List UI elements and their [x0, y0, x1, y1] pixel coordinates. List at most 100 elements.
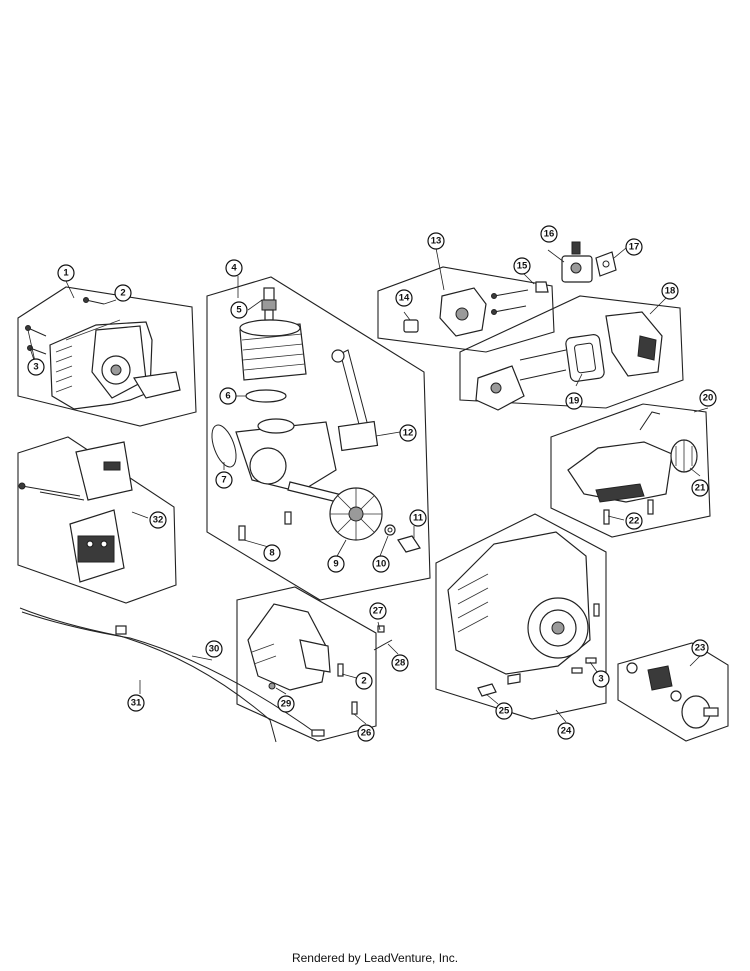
callout-label: 22 [629, 516, 640, 527]
callout-label: 25 [499, 706, 510, 717]
crankcase-cover [247, 603, 331, 691]
muffler-bolts [18, 482, 85, 501]
o-ring [211, 424, 237, 468]
engine-shroud [49, 319, 181, 410]
callout-6: 6 [219, 387, 237, 405]
callout-label: 14 [399, 293, 410, 304]
spark-plug [261, 287, 277, 321]
air-filter-element [565, 334, 605, 382]
callout-label: 11 [413, 513, 424, 524]
callout-label: 10 [376, 559, 387, 570]
callout-19: 19 [565, 392, 583, 410]
callout-label: 16 [544, 229, 555, 240]
callout-label: 1 [63, 268, 69, 279]
callout-2: 2 [114, 284, 132, 302]
callout-label: 31 [131, 698, 142, 709]
callout-label: 29 [281, 699, 292, 710]
callout-label: 28 [395, 658, 406, 669]
callout-label: 27 [373, 606, 384, 617]
pawl-25 [477, 673, 521, 697]
callout-8: 8 [263, 544, 281, 562]
callout-label: 23 [695, 643, 706, 654]
muffler-body [69, 509, 125, 583]
clutch-spacer [626, 662, 638, 674]
filter-screws [519, 349, 567, 381]
panel-recoil-starter [435, 513, 607, 720]
gasket-14 [403, 319, 419, 333]
shaft-pin [397, 535, 421, 553]
callout-7: 7 [215, 471, 233, 489]
clutch-drum [681, 695, 719, 729]
footer-credit: Rendered by LeadVenture, Inc. [291, 951, 459, 965]
callout-label: 5 [236, 305, 242, 316]
carburetor [561, 241, 593, 283]
callout-label: 4 [231, 263, 237, 274]
callout-3-starter: 3 [592, 670, 610, 688]
panel-air-filter [459, 295, 684, 409]
gasket-17 [595, 251, 617, 277]
cylinder [239, 319, 307, 381]
tank-screws [603, 499, 654, 525]
callout-label: 3 [598, 674, 603, 685]
callout-label: 15 [517, 261, 528, 272]
callout-label: 12 [403, 428, 414, 439]
panel-carb-gasket [377, 266, 555, 353]
fuel-tank [567, 411, 673, 503]
callout-4: 4 [225, 259, 243, 277]
callout-22: 22 [625, 512, 643, 530]
carb-adapter [439, 287, 487, 337]
filter-base [475, 365, 525, 411]
callout-label: 26 [361, 728, 372, 739]
cover-screws [268, 625, 393, 715]
panel-engine [206, 276, 431, 601]
callout-30: 30 [205, 640, 223, 658]
callout-31: 31 [127, 694, 145, 712]
callout-29: 29 [277, 695, 295, 713]
fuel-cap [670, 439, 698, 473]
recoil-housing [447, 531, 591, 675]
screw [25, 297, 105, 355]
stop-cable [21, 611, 325, 737]
callout-label: 20 [703, 393, 714, 404]
callout-1: 1 [57, 264, 75, 282]
callout-5: 5 [230, 301, 248, 319]
callout-label: 21 [695, 483, 706, 494]
callout-25: 25 [495, 702, 513, 720]
callout-label: 24 [561, 726, 572, 737]
callout-label: 6 [225, 391, 230, 402]
air-filter-cover [605, 311, 663, 377]
muffler-shield [75, 441, 133, 501]
callout-13: 13 [427, 232, 445, 250]
callout-16: 16 [540, 225, 558, 243]
panel-clutch [617, 642, 729, 742]
callout-32: 32 [149, 511, 167, 529]
throttle-cable [19, 607, 277, 743]
gasket-ring [245, 389, 287, 403]
panel-muffler [17, 436, 177, 604]
panel-fuel-tank [550, 403, 711, 538]
callout-label: 2 [361, 676, 366, 687]
callout-label: 32 [153, 515, 164, 526]
callout-label: 19 [569, 396, 580, 407]
bolts [238, 511, 292, 541]
panel-crankcase-cover [236, 586, 377, 742]
callout-27: 27 [369, 602, 387, 620]
callout-label: 18 [665, 286, 676, 297]
screws-carb [491, 289, 529, 315]
ignition-module [331, 349, 379, 452]
washer [384, 524, 396, 536]
callout-18: 18 [661, 282, 679, 300]
callout-label: 3 [33, 362, 38, 373]
leader-lines [27, 247, 709, 725]
callout-3: 3 [27, 358, 45, 376]
callout-label: 13 [431, 236, 442, 247]
callout-2-cover: 2 [355, 672, 373, 690]
callout-label: 9 [333, 559, 338, 570]
callout-28: 28 [391, 654, 409, 672]
callout-label: 7 [221, 475, 226, 486]
clutch-washer [670, 690, 682, 702]
callout-23: 23 [691, 639, 709, 657]
callout-label: 30 [209, 644, 220, 655]
callout-20: 20 [699, 389, 717, 407]
callout-10: 10 [372, 555, 390, 573]
